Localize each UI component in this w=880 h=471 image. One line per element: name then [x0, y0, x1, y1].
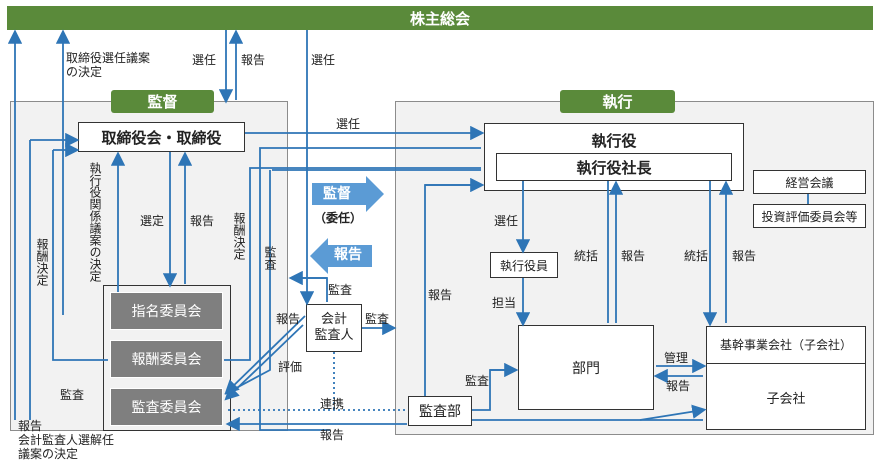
- audit-label-auditor-top: 監査: [328, 283, 353, 297]
- report-arrow-label: 報告: [334, 247, 362, 263]
- audit-label-auditor-right: 監査: [365, 312, 390, 326]
- nomination-committee: 指名委員会: [110, 292, 223, 330]
- report-label-top: 報告: [241, 53, 266, 67]
- compensation-decision-label-left: 報酬決定: [35, 238, 49, 286]
- report-label-subsidiary: 報告: [666, 379, 691, 393]
- subsidiary-label: 子会社: [766, 391, 806, 407]
- internal-audit-box: 監査部: [408, 396, 472, 426]
- president-box: 執行役社長: [496, 153, 732, 181]
- report-arrow: [310, 238, 372, 274]
- coordination-label: 連携: [320, 397, 345, 411]
- core-company-label: 基幹事業会社（子会社）: [706, 326, 866, 364]
- executive-officer-box: 執行役員: [490, 252, 558, 278]
- investment-committee-box: 投資評価委員会等: [753, 204, 866, 228]
- supervision-arrow-label: 監督: [323, 186, 351, 202]
- election-label-exec-officer: 選任: [494, 214, 519, 228]
- exec-proposal-label: 執行役関係議案の決定: [88, 162, 102, 282]
- election-label-exec: 選任: [336, 117, 361, 131]
- board-of-directors-box: 取締役会・取締役: [78, 122, 245, 152]
- report-label-internal-audit: 報告: [428, 288, 453, 302]
- audit-label-internal: 監査: [465, 374, 490, 388]
- supervision-title: 監督: [111, 90, 214, 113]
- delegation-label: （委任）: [314, 211, 363, 225]
- management-meeting-box: 経営会議: [753, 170, 866, 194]
- audit-committee: 監査委員会: [110, 388, 223, 426]
- report-label-auditor: 報告: [276, 312, 301, 326]
- report-label-division: 報告: [621, 249, 646, 263]
- report-label-core: 報告: [732, 249, 757, 263]
- compensation-committee: 報酬委員会: [110, 340, 223, 378]
- selection-label: 選定: [140, 214, 165, 228]
- evaluation-label: 評価: [278, 360, 303, 374]
- oversight-label-division: 統括: [574, 249, 599, 263]
- accounting-auditor-box: 会計 監査人: [306, 304, 362, 352]
- compensation-decision-label-right: 報酬決定: [232, 212, 246, 260]
- audit-label-left: 監査: [60, 388, 85, 402]
- shareholders-meeting-bar: 株主総会: [7, 6, 873, 30]
- core-company-box: [706, 326, 866, 430]
- director-proposal-label: 取締役選任議案 の決定: [66, 51, 151, 79]
- division-box: 部門: [518, 325, 654, 410]
- auditor-appointment-label: 報告 会計監査人選解任 議案の決定: [18, 419, 115, 461]
- audit-label-vertical: 監査: [263, 246, 277, 270]
- execution-title: 執行: [560, 90, 675, 113]
- in-charge-label: 担当: [492, 296, 517, 310]
- report-label-bottom: 報告: [320, 428, 345, 442]
- supervision-delegation-arrow: [312, 176, 384, 212]
- election-label-top: 選任: [192, 53, 217, 67]
- management-label: 管理: [664, 351, 689, 365]
- oversight-label-core: 統括: [684, 249, 709, 263]
- election-label-auditor: 選任: [311, 53, 336, 67]
- report-label-board: 報告: [190, 214, 215, 228]
